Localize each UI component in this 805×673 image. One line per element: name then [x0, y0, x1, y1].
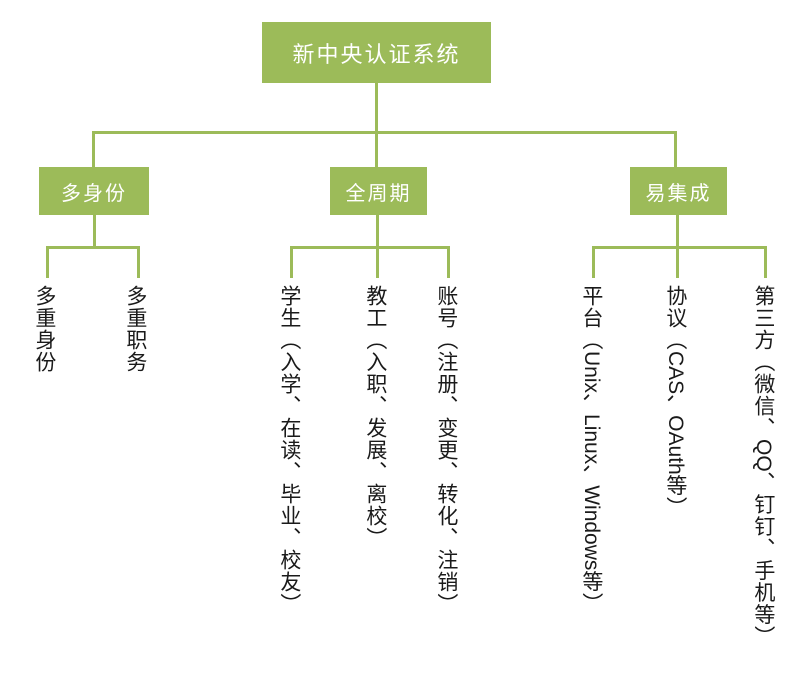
connector-drop-lifecycle — [375, 131, 378, 168]
leaf-multi-identity[interactable]: 多重身份 — [32, 285, 56, 373]
leaf-staff[interactable]: 教工（入职、发展、离校） — [363, 285, 387, 549]
leaf-platform-latin: Unix、Linux、Windows — [579, 351, 603, 571]
connector-integration-stem — [676, 215, 679, 248]
leaf-protocol[interactable]: 协议（CAS、OAuth等） — [663, 285, 687, 519]
leaf-protocol-suffix: 等） — [663, 474, 687, 519]
connector-lifecycle-leaf-1 — [290, 246, 293, 278]
connector-identity-leaf-2 — [137, 246, 140, 278]
connector-identity-leaf-1 — [46, 246, 49, 278]
connector-integration-bus — [592, 246, 767, 249]
node-root[interactable]: 新中央认证系统 — [262, 22, 491, 83]
leaf-third-party[interactable]: 第三方（微信、QQ、钉钉、手机等） — [751, 285, 775, 648]
leaf-platform-prefix: 平台（ — [579, 285, 603, 351]
leaf-student[interactable]: 学生（入学、在读、毕业、校友） — [277, 285, 301, 615]
leaf-third-party-prefix: 第三方（微信、 — [751, 285, 775, 439]
connector-root-stem — [375, 83, 378, 133]
connector-lifecycle-stem — [376, 215, 379, 248]
leaf-protocol-prefix: 协议（ — [663, 285, 687, 351]
leaf-third-party-suffix: 、钉钉、手机等） — [751, 471, 775, 648]
connector-integration-leaf-3 — [764, 246, 767, 278]
leaf-protocol-latin: CAS、OAuth — [663, 351, 687, 475]
node-integration[interactable]: 易集成 — [630, 167, 727, 215]
leaf-third-party-latin: QQ — [751, 439, 775, 472]
node-lifecycle[interactable]: 全周期 — [330, 167, 427, 215]
leaf-multi-duty[interactable]: 多重职务 — [123, 285, 147, 373]
connector-level2-bus — [92, 131, 677, 134]
connector-drop-integration — [674, 131, 677, 168]
connector-identity-bus — [46, 246, 140, 249]
node-identity[interactable]: 多身份 — [39, 167, 149, 215]
connector-integration-leaf-1 — [592, 246, 595, 278]
leaf-account[interactable]: 账号（注册、变更、转化、注销） — [434, 285, 458, 615]
connector-lifecycle-bus — [290, 246, 450, 249]
leaf-platform-suffix: 等） — [579, 570, 603, 615]
connector-integration-leaf-2 — [676, 246, 679, 278]
connector-lifecycle-leaf-3 — [447, 246, 450, 278]
leaf-platform[interactable]: 平台（Unix、Linux、Windows等） — [579, 285, 603, 615]
connector-lifecycle-leaf-2 — [376, 246, 379, 278]
connector-identity-stem — [93, 215, 96, 248]
connector-drop-identity — [92, 131, 95, 168]
